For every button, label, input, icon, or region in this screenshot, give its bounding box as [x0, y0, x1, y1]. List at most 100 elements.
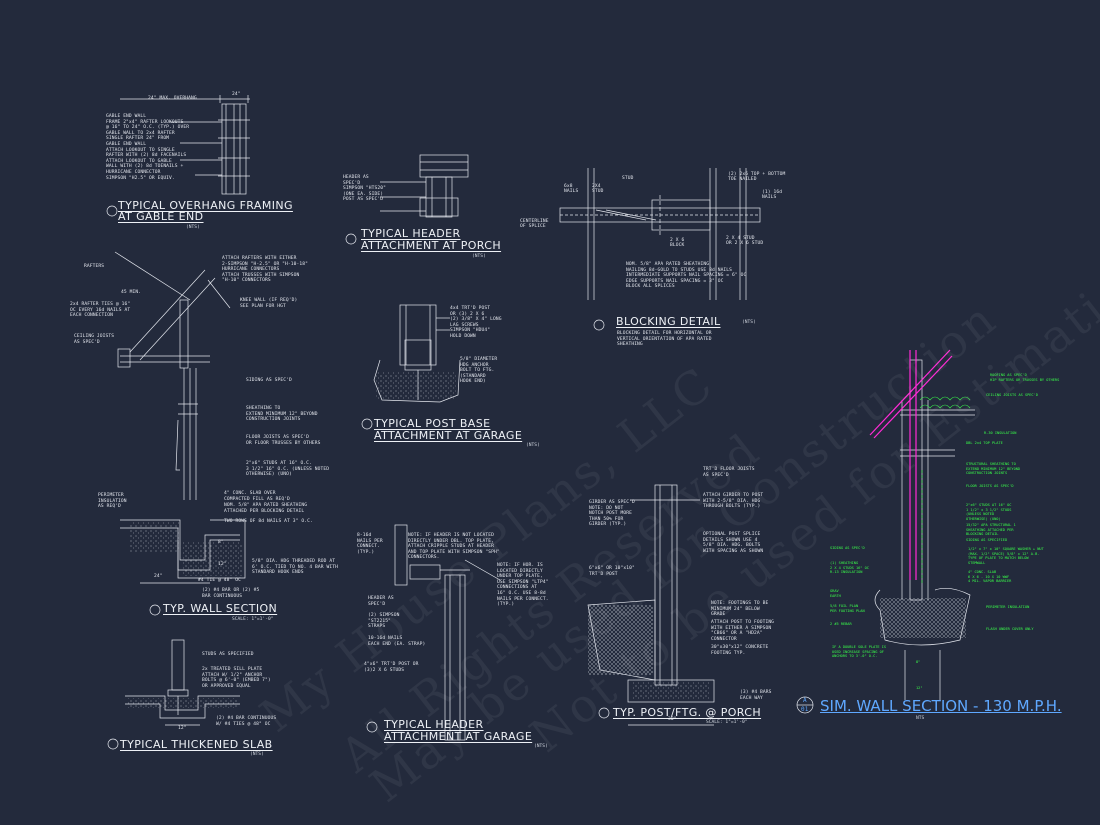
blocking-label: 2 X 6 [670, 238, 685, 243]
blocking-title: BLOCKING DETAIL [616, 315, 721, 328]
header-porch-drawing [345, 154, 469, 245]
slab-notes: 2x TREATED SILL PLATE ATTACH W/ 1/2" ANC… [202, 667, 271, 689]
sim-wall-notes: 2 #5 REBAR [830, 622, 852, 626]
slab-title: TYPICAL THICKENED SLAB [120, 738, 273, 751]
sim-wall-notes: FLOOR JOISTS AS SPEC'D [966, 484, 1014, 488]
header-garage-notes: (2) SIMPSON "ST2215" STRAPS [368, 613, 400, 630]
header-garage-notes: 10-16d NAILS EACH END (EA. STRAP) [368, 636, 426, 647]
wall-notes-block: 5/8" DIA. HDG THREADED ROD AT 6' O.C. TI… [252, 559, 338, 576]
post-base-scale: (NTS) [526, 443, 540, 448]
post-base-notes: 5/8" DIAMETER HDG ANCHOR BOLT TO FTG. (S… [460, 357, 498, 385]
blocking-label: OR 2 X 6 STUD [726, 241, 764, 246]
post-ftg-notes: ATTACH POST TO FOOTING WITH EITHER A SIM… [711, 620, 775, 642]
header-garage-notes: NOTE: IF HOR. IS LOCATED DIRECTLY UNDER … [497, 563, 549, 608]
header-garage-notes: 8-16d NAILS PER CONNECT. (TYP.) [357, 533, 383, 555]
overhang-notes: GABLE END WALL FRAME 2"x4" RAFTER LOOKOU… [106, 114, 190, 181]
blocking-label: BLOCK [670, 243, 685, 248]
sim-wall-roof-lines [869, 349, 953, 580]
wall-notes-block: SHEATHING TO EXTEND MINIMUM 12" BEYOND C… [246, 406, 318, 423]
wall-notes-block: ATTACH RAFTERS WITH EITHER 2-SIMPSON "H-… [222, 256, 308, 284]
overhang-dim-label: 24" MAX. OVERHANG [148, 96, 197, 101]
wall-notes-block: SIDING AS SPEC'D [246, 378, 292, 383]
header-garage-notes: NOTE: IF HEADER IS NOT LOCATED DIRECTLY … [408, 533, 500, 561]
blocking-label: CENTERLINE [520, 219, 549, 224]
sim-wall-notes: IF A DOUBLE SOLE PLATE IS USED INCREASE … [832, 645, 887, 659]
sim-wall-notes: CEILING JOISTS AS SPEC'D [986, 393, 1038, 397]
blocking-label: (1) 16d [762, 190, 783, 195]
sim-wall-ref-top: A [803, 697, 807, 704]
sim-wall-notes: SIDING AS SPEC'D [830, 546, 865, 550]
sim-wall-ref-bottom: 01 [801, 706, 809, 713]
post-ftg-notes: OPTIONAL POST SPLICE DETAILS SHOWN USE 4… [703, 532, 764, 554]
post-base-notes: 4x4 TRT'D POST OR (3) 2 X 6 (2) 3/8" X 4… [450, 306, 502, 339]
sim-wall-dim: 8" [916, 660, 921, 664]
post-ftg-scale: SCALE: 1"=1'-0" [706, 720, 748, 725]
wall-section-drawing [114, 251, 246, 616]
blocking-label: 2X4 [592, 184, 601, 189]
post-base-title-1: TYPICAL POST BASE [374, 417, 491, 430]
header-garage-notes: 4"x6" TRT'D POST OR (3)2 X 6 STUDS [364, 662, 419, 673]
sim-wall-notes: SIDING AS SPECIFIED [966, 538, 1008, 542]
slab-dim: 12" [178, 726, 187, 731]
sim-wall-notes: 2"x6" STUDS AT 16" OC 1 1/2" x 3 1/2" ST… [966, 503, 1012, 521]
sim-wall-title: SIM. WALL SECTION - 130 M.P.H. [820, 697, 1062, 715]
wall-dim: 24" [154, 574, 163, 579]
post-base-title-2: ATTACHMENT AT GARAGE [374, 429, 523, 442]
header-garage-scale: (NTS) [534, 744, 548, 749]
post-ftg-notes: NOTE: FOOTINGS TO BE MINIMUM 24" BELOW G… [711, 601, 769, 618]
sim-wall-notes: FLASH UNDER COVER ONLY [986, 627, 1034, 631]
header-porch-title-2: ATTACHMENT AT PORCH [361, 239, 502, 252]
wall-notes-block: CEILING JOISTS AS SPEC'D [74, 334, 115, 345]
wall-notes-block: 4" CONC. SLAB OVER COMPACTED FILL AS REQ… [224, 491, 290, 502]
sim-wall-notes: 15/32" APA STRUCTURAL 1 SHEATHING ATTACH… [966, 523, 1016, 537]
wall-notes-block: #4 TIE @ 48" OC [198, 578, 241, 583]
post-ftg-drawing [587, 484, 715, 726]
blocking-label: STUD [592, 189, 604, 194]
wall-dim: 12" [218, 562, 227, 567]
wall-note: RAFTERS [84, 264, 105, 269]
slab-note: STUDS AS SPECIFIED [202, 652, 254, 657]
sim-wall-scale: NTS [916, 716, 925, 721]
blocking-drawing [559, 168, 761, 331]
blocking-notes: NOM. 5/8" APA RATED SHEATHING NAILING 8d… [626, 262, 747, 290]
post-ftg-dim: 30" [668, 717, 677, 722]
wall-notes-block: 2x4 RAFTER TIES @ 16" OC EVERY 16d NAILS… [70, 302, 131, 319]
post-ftg-notes: GIRDER AS SPEC'D NOTE: DO NOT NOTCH POST… [589, 500, 635, 528]
wall-notes-block: FLOOR JOISTS AS SPEC'D OR FLOOR TRUSSES … [246, 435, 321, 446]
wall-notes-block: TWO ROWS OF 8d NAILS AT 3" O.C. [224, 519, 313, 524]
sim-wall-notes: 1/2" x 7" x 10" SQUARE WASHER + NUT (MAX… [968, 547, 1044, 565]
wall-note: 45 MIN. [121, 290, 142, 295]
overhang-scale: (NTS) [186, 225, 200, 230]
blocking-label: NAILS [762, 195, 777, 200]
header-porch-title-1: TYPICAL HEADER [361, 227, 461, 240]
wall-section-title: TYP. WALL SECTION [163, 602, 278, 615]
sim-wall-notes: ROOFING AS SPEC'D HIP RAFTERS OR TRUSSES… [990, 373, 1060, 382]
header-garage-title-1: TYPICAL HEADER [384, 718, 484, 731]
sim-wall-dim: 12" [916, 686, 923, 690]
wall-notes-block: NOM. 5/8" APA RATED SHEATHING ATTACHED P… [224, 503, 308, 514]
post-ftg-title: TYP. POST/FTG. @ PORCH [613, 706, 762, 719]
blocking-label: TOE NAILED [728, 177, 757, 182]
header-garage-drawing [366, 524, 501, 741]
overhang-drawing [106, 95, 250, 217]
blocking-label: 6x8 [564, 184, 573, 189]
post-ftg-notes: ATTACH GIRDER TO POST WITH 2-5/8" DIA. H… [703, 493, 764, 510]
post-ftg-notes: (3) #4 BARS EACH WAY [740, 690, 772, 701]
overhang-dim-value: 24" [232, 92, 241, 97]
header-porch-notes: HEADER AS SPEC'D SIMPSON "HTS20" (ONE EA… [343, 175, 386, 203]
blocking-description: BLOCKING DETAIL FOR HORIZONTAL OR VERTIC… [617, 331, 712, 348]
header-porch-scale: (NTS) [472, 254, 486, 259]
post-base-drawing [361, 304, 461, 430]
sim-wall-notes: DBL 2x4 TOP PLATE [966, 441, 1003, 445]
sim-wall-notes: PERIMETER INSULATION [986, 605, 1030, 609]
sim-wall-notes: (1) SHEATHING 2 X 4 STUDS 16" OC R-13 IN… [830, 561, 869, 575]
overhang-title-2: AT GABLE END [118, 210, 204, 223]
sim-wall-insulation [919, 396, 971, 585]
post-ftg-notes: 30"x30"x12" CONCRETE FOOTING TYP. [711, 645, 769, 656]
sim-wall-notes: 5/8 FOIL PLAN PER FOOTING PLAN [830, 604, 865, 613]
post-ftg-notes: TRT'D FLOOR JOISTS AS SPEC'D [703, 467, 755, 478]
wall-notes-block: (2) #4 BAR OR (2) #5 BAR CONTINUOUS [202, 588, 260, 599]
sim-wall-notes: R-30 INSULATION [984, 431, 1017, 435]
